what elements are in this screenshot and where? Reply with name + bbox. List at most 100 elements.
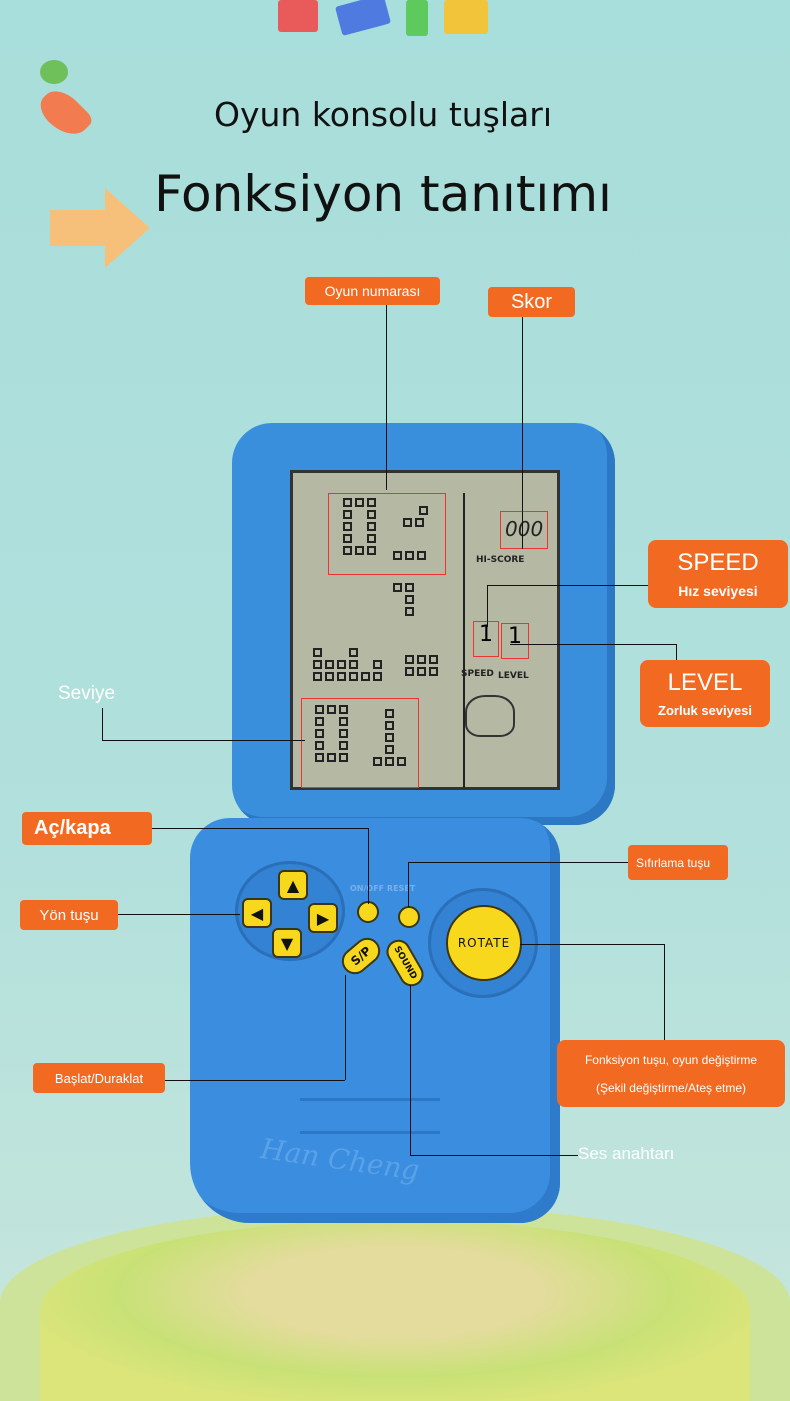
lcd-block	[313, 660, 322, 669]
lcd-block	[355, 546, 364, 555]
lcd-block	[327, 753, 336, 762]
carrot-icon	[33, 60, 106, 144]
lcd-block	[339, 729, 348, 738]
speed-tag: SPEED Hız seviyesi	[648, 540, 788, 608]
level-number-highlight	[301, 698, 419, 788]
lcd-block	[343, 498, 352, 507]
onoff-reset-label: ON/OFF RESET	[350, 884, 416, 893]
lcd-block	[349, 672, 358, 681]
lcd-block	[349, 660, 358, 669]
lcd-screen: 000 HI-SCORE 1 1 SPEED LEVEL	[290, 470, 560, 790]
lcd-block	[405, 655, 414, 664]
page-title: Fonksiyon tanıtımı	[154, 165, 612, 223]
sound-switch-label: Ses anahtarı	[578, 1144, 675, 1163]
lcd-block	[393, 583, 402, 592]
game-number-label: Oyun numarası	[305, 277, 440, 305]
lcd-block	[405, 607, 414, 616]
lcd-block	[397, 757, 406, 766]
function-key-label: Fonksiyon tuşu, oyun değiştirme (Şekil d…	[557, 1040, 785, 1107]
dpad-right-button[interactable]: ▶	[308, 903, 338, 933]
lcd-block	[343, 534, 352, 543]
power-button[interactable]	[357, 901, 379, 923]
speaker-grille	[300, 1098, 440, 1134]
lcd-block	[325, 672, 334, 681]
reset-label: Sıfırlama tuşu	[628, 845, 728, 880]
subtitle: Oyun konsolu tuşları	[214, 95, 552, 134]
lcd-block	[327, 705, 336, 714]
lcd-block	[419, 506, 428, 515]
lcd-block	[367, 522, 376, 531]
hi-score-label: HI-SCORE	[476, 555, 525, 565]
level-label: Seviye	[58, 683, 116, 704]
arrow-icon	[50, 180, 155, 270]
lcd-block	[367, 546, 376, 555]
lcd-block	[385, 733, 394, 742]
lcd-block	[403, 518, 412, 527]
speed-tag-desc: Hız seviyesi	[678, 583, 758, 599]
direction-label: Yön tuşu	[20, 900, 118, 930]
level-tag-desc: Zorluk seviyesi	[658, 703, 752, 718]
dpad-left-button[interactable]: ◀	[242, 898, 272, 928]
dpad-down-button[interactable]: ▼	[272, 928, 302, 958]
lcd-block	[405, 667, 414, 676]
lcd-block	[313, 672, 322, 681]
score-display: 000	[505, 517, 544, 541]
reset-button[interactable]	[398, 906, 420, 928]
dpad-up-button[interactable]: ▲	[278, 870, 308, 900]
lcd-block	[373, 660, 382, 669]
platform-bowl	[40, 1220, 750, 1401]
rotate-button[interactable]: ROTATE	[446, 905, 522, 981]
lcd-block	[367, 510, 376, 519]
lcd-block	[415, 518, 424, 527]
power-label: Aç/kapa	[22, 812, 152, 845]
level-tag-title: LEVEL	[667, 669, 743, 696]
lcd-block	[361, 672, 370, 681]
lcd-block	[429, 667, 438, 676]
start-pause-label: Başlat/Duraklat	[33, 1063, 165, 1093]
lcd-block	[417, 551, 426, 560]
lcd-block	[343, 522, 352, 531]
level-tag: LEVEL Zorluk seviyesi	[640, 660, 770, 727]
lcd-block	[417, 667, 426, 676]
lcd-block	[315, 741, 324, 750]
lcd-block	[337, 672, 346, 681]
speed-display: 1	[473, 621, 499, 657]
speed-label: SPEED	[461, 669, 494, 679]
function-line1: Fonksiyon tuşu, oyun değiştirme	[584, 1052, 758, 1067]
lcd-block	[429, 655, 438, 664]
lcd-block	[325, 660, 334, 669]
lcd-block	[339, 741, 348, 750]
lcd-block	[343, 546, 352, 555]
lcd-block	[313, 648, 322, 657]
level-label: LEVEL	[498, 671, 529, 681]
lcd-block	[385, 745, 394, 754]
lcd-block	[385, 709, 394, 718]
game-console: 000 HI-SCORE 1 1 SPEED LEVEL ON/OFF RESE…	[190, 423, 616, 1228]
level-display: 1	[501, 623, 529, 659]
lcd-block	[367, 534, 376, 543]
lcd-block	[315, 717, 324, 726]
lcd-block	[405, 583, 414, 592]
lcd-block	[337, 660, 346, 669]
score-highlight	[500, 511, 548, 549]
lcd-block	[339, 717, 348, 726]
lcd-block	[367, 498, 376, 507]
speed-tag-title: SPEED	[677, 549, 759, 576]
lcd-block	[385, 721, 394, 730]
game-number-highlight	[328, 493, 446, 575]
tetris-blocks-decoration	[278, 0, 498, 38]
function-line2: (Şekil değiştirme/Ateş etme)	[595, 1080, 747, 1095]
lcd-block	[315, 753, 324, 762]
lcd-block	[315, 705, 324, 714]
lcd-block	[339, 753, 348, 762]
lcd-block	[393, 551, 402, 560]
lcd-block	[405, 595, 414, 604]
lcd-block	[405, 551, 414, 560]
lcd-block	[343, 510, 352, 519]
lcd-block	[417, 655, 426, 664]
lcd-block	[373, 672, 382, 681]
character-icon	[465, 695, 515, 737]
lcd-block	[339, 705, 348, 714]
score-label: Skor	[488, 287, 575, 317]
lcd-block	[315, 729, 324, 738]
